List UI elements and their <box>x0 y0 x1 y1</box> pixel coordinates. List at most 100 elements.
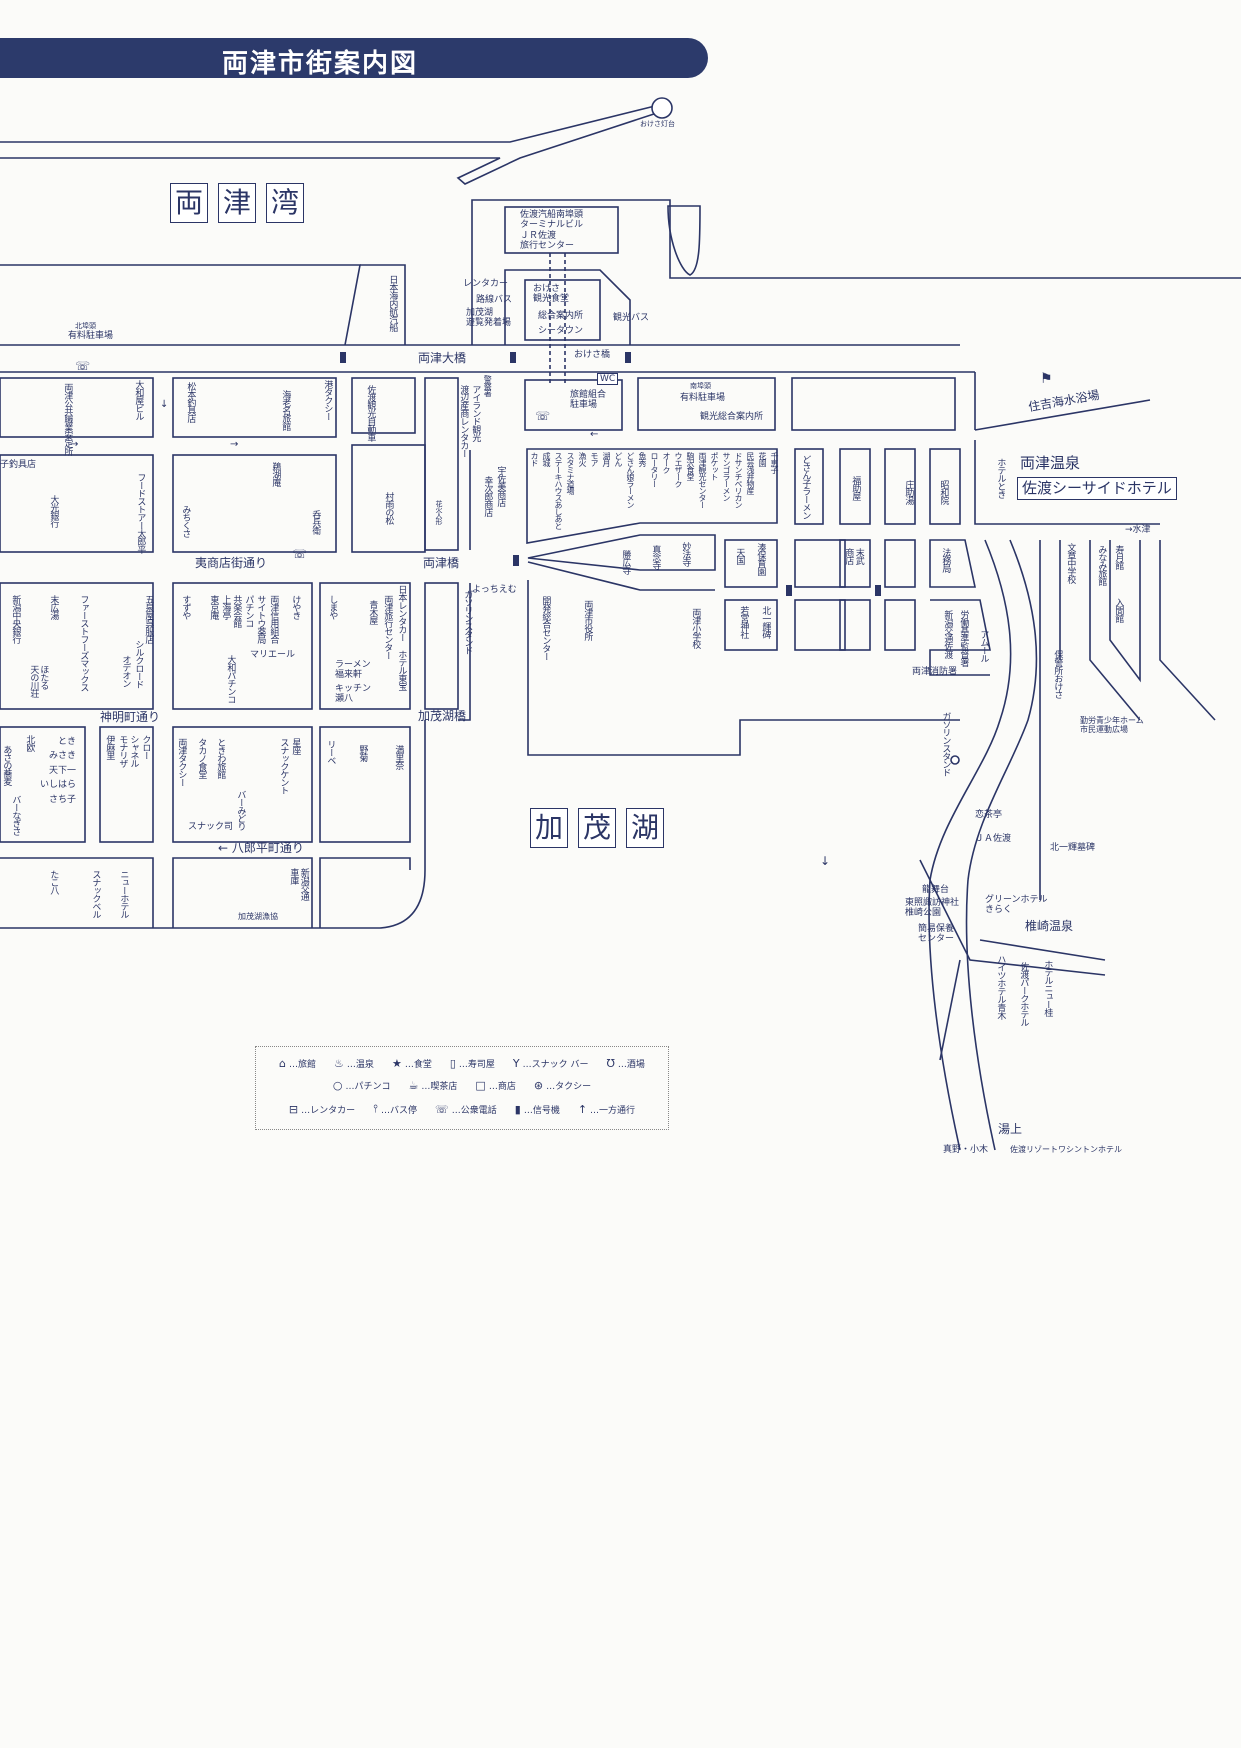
chuo-bank-label: 新潟中央銀行 <box>10 595 21 643</box>
wakamiya-label: 若宮神社 <box>738 606 749 638</box>
kojiro-label: 幸次郎商店 <box>482 476 493 516</box>
suzuya-label: すずや <box>180 595 191 619</box>
one-way-icon: → <box>230 439 239 450</box>
one-way-icon: ↓ <box>820 854 831 868</box>
tavern-icon: Ʊ <box>606 1057 615 1070</box>
fire-station-label: 両津消防署 <box>912 667 958 677</box>
niigata-garage-label: 新潟交通 車庫 <box>288 868 309 900</box>
takohachi-label: たこ八 <box>48 870 59 894</box>
seaside-hotel-label: 佐渡シーサイドホテル <box>1017 477 1177 501</box>
toho-label: ホテル東宝 <box>396 650 407 690</box>
suwa-label: 東照諏訪神社 椎崎公園 <box>905 898 960 919</box>
ribe-label: リーベ <box>325 740 336 764</box>
elementary-label: 両津小学校 <box>690 608 701 648</box>
shop-label: オーク <box>662 452 671 473</box>
public-phone-icon: ☏ <box>434 1102 449 1116</box>
legend-item: ♨…温泉 <box>334 1057 374 1070</box>
nihon-rent-label: 日本レンタカー <box>396 585 407 641</box>
new-katsura-label: ホテルニュー桂 <box>1042 960 1053 1016</box>
traffic-signal-icon: ▮ <box>514 1102 521 1116</box>
tsurigu-label: 子釣具店 <box>0 460 37 470</box>
legend-item: ⊟…レンタカー <box>289 1102 355 1116</box>
shop-label: どん <box>614 452 623 466</box>
minami-futo-label: 南埠頭 <box>690 382 711 390</box>
hello-work-label: 両津公共職業安定所 <box>62 383 73 455</box>
title-bar: 両津市街案内図 <box>0 38 708 79</box>
minato-taxi-label: 港タクシー <box>322 380 333 420</box>
rodo-kijun-label: 労働基準監督署 <box>958 610 969 666</box>
murasame-label: 村雨の松 <box>383 492 394 524</box>
yuagari-label: 湯上 <box>998 1122 1023 1136</box>
lake-label-char: 茂 <box>578 808 616 848</box>
shop-label: 成城 <box>542 452 551 466</box>
terminal-building <box>504 206 619 254</box>
kanko-info-label: 観光総合案内所 <box>700 412 764 422</box>
rentacar-label: レンタカー <box>463 279 509 289</box>
chanel-label: シャネル <box>128 735 139 767</box>
tarobei-label: フードストアー太郎平 <box>135 473 146 553</box>
beach-flag-icon: ⚑ <box>1040 371 1053 387</box>
homukyoku-label: 法務局 <box>940 548 951 572</box>
map-title: 両津市街案内図 <box>222 49 419 79</box>
nagisa-label: バーなぎさ <box>10 795 21 835</box>
hoikuen-label: 湊保育園 <box>755 543 766 575</box>
niigata-kotsu-label: 新潟交通佐渡 <box>942 610 953 658</box>
legend-row: ○…パチンコ☕…喫茶店□…商店⊛…タクシー <box>256 1079 668 1092</box>
mano-label: 真野・小木 <box>943 1145 989 1155</box>
shinnenji-label: 真念寺 <box>650 545 661 569</box>
hokeisho-label: 保警所おけさ <box>1052 650 1063 698</box>
taxi-icon: ⊛ <box>533 1079 544 1092</box>
ja-label: ＪＡ佐渡 <box>975 834 1012 844</box>
public-phone-icon: ☏ <box>292 547 308 561</box>
legend-label: …タクシー <box>546 1082 592 1092</box>
legend-label: …パチンコ <box>345 1082 391 1092</box>
one-way-icon: ↑ <box>577 1102 588 1116</box>
midori-label: バーみどり <box>235 790 246 830</box>
legend-label: …喫茶店 <box>421 1082 458 1092</box>
yotchi-label: よっちえむ <box>472 585 517 595</box>
legend-item: ★…食堂 <box>392 1057 432 1070</box>
okesa-shokudo-label: おけさ 観光食堂 <box>533 284 570 305</box>
terminal-pier <box>471 199 1241 345</box>
street-hachiro: ← 八郎平町通り <box>218 841 304 855</box>
shop-label: モア <box>590 452 599 466</box>
new-hotel-label: ニューホテル <box>118 870 129 918</box>
lighthouse-marker <box>651 97 673 119</box>
street-ryotsu-bridge: 両津橋 <box>423 556 460 570</box>
marie-label: マリエール <box>250 650 296 660</box>
legend-label: …公衆電話 <box>451 1105 497 1116</box>
ryubudai-label: 龍舞台 <box>922 885 950 895</box>
saito-label: サイトウ薬局 <box>255 595 266 643</box>
shop-label: ドサンチペリカン <box>734 452 743 508</box>
dosanko-label: どさん子ラーメン <box>800 455 811 519</box>
kyoraku-label: 共楽会館 <box>231 595 242 627</box>
bay-label-char: 湾 <box>266 183 304 223</box>
legend-item: Ʊ…酒場 <box>607 1057 645 1070</box>
info-building <box>524 279 601 341</box>
ryotsu-taxi-label: 両津タクシー <box>176 738 187 786</box>
legend-item: ▯…寿司屋 <box>450 1057 495 1070</box>
police-label: 警察署 <box>483 375 493 396</box>
kitchen-label: キッチン 瀬八 <box>335 684 372 705</box>
kita-parking-label: 有料駐車場 <box>68 331 114 341</box>
kamoko-gyokyo-label: 加茂湖漁協 <box>238 912 278 921</box>
shop-label: サンゴラーメン <box>722 452 731 501</box>
shop-label: スタミナ道場 <box>566 452 575 494</box>
traffic-signal-icon <box>875 585 881 596</box>
green-hotel-label: グリーンホテル きらく <box>985 895 1048 916</box>
shop-label: どさん娘ラーメン <box>626 452 635 508</box>
lake-label-char: 湖 <box>626 808 664 848</box>
traffic-signal-icon <box>513 555 519 566</box>
sushi-icon: ▯ <box>449 1057 456 1070</box>
shop-label: ポケット <box>710 452 719 480</box>
cafe-icon: ☕ <box>408 1079 419 1092</box>
pachinko-label: パチンコ <box>243 595 254 627</box>
fukuraiken-label: ラーメン 福来軒 <box>335 660 371 681</box>
shop-label: 湖月 <box>602 452 611 466</box>
gas-west-label: ガソリンスタンド <box>462 590 473 654</box>
nogiku-label: 野菊 <box>357 745 368 761</box>
snack-tsukasa-label: スナック司 <box>188 822 234 832</box>
terminal-label: 佐渡汽船南埠頭 ターミナルビル <box>520 210 584 231</box>
